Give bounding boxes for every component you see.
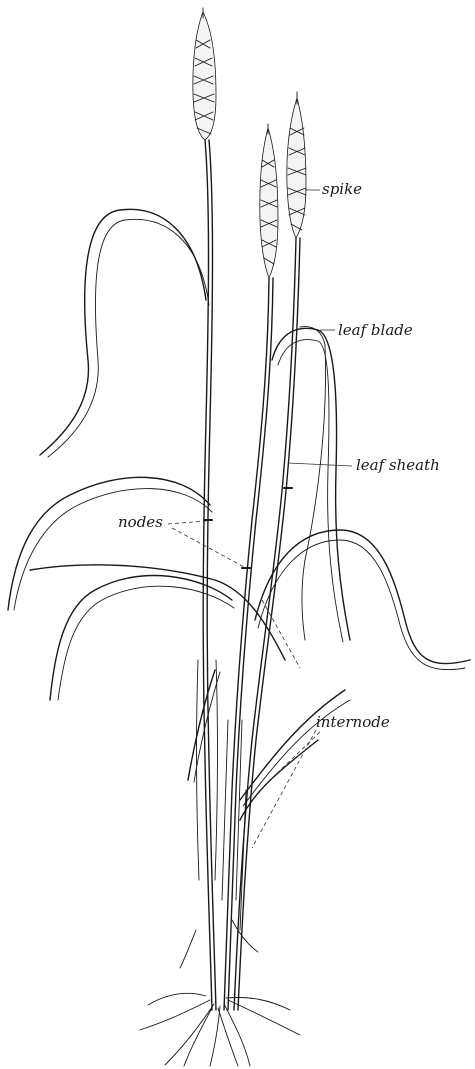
label-spike: spike — [322, 180, 362, 198]
label-nodes: nodes — [118, 513, 163, 531]
spike-right — [287, 92, 306, 238]
leader-lines — [168, 190, 352, 848]
label-leaf-blade: leaf blade — [338, 321, 413, 339]
leaf-sheaths — [180, 660, 258, 968]
label-leaf-sheath: leaf sheath — [356, 456, 440, 474]
spike-left — [193, 8, 216, 140]
roots — [140, 993, 300, 1066]
label-internode: internode — [316, 713, 390, 731]
stems — [203, 140, 300, 1010]
spike-middle — [260, 124, 278, 278]
